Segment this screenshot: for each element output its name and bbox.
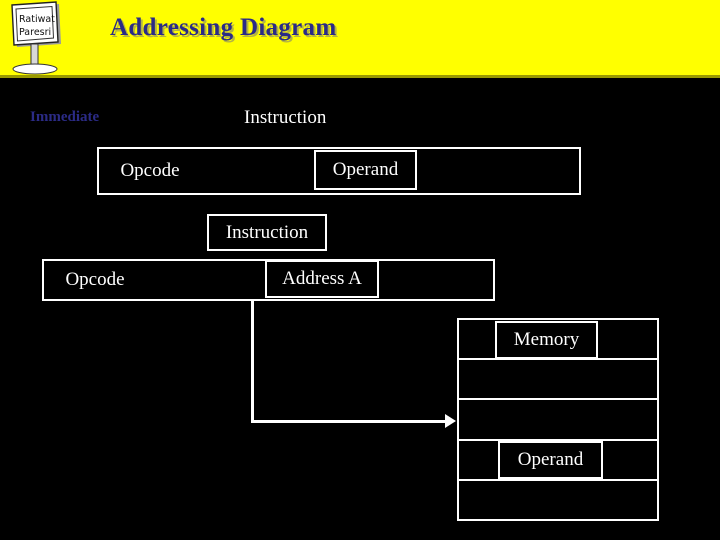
logo-line-2: Paresri [19,27,51,38]
mode-label-immediate: Immediate [30,109,100,125]
operand-label-immediate: Operand [314,150,417,190]
memory-cell [459,441,657,481]
memory-operand-label: Operand [498,441,603,479]
memory-cell [459,481,657,519]
memory-cell [459,360,657,401]
title-bar [0,0,720,78]
connector-arrowhead-icon [445,414,456,428]
memory-title-label: Memory [495,321,598,359]
sign-logo: Ratiwat Paresri [2,0,70,78]
connector-vertical-segment [251,301,254,423]
opcode-label-direct: Opcode [46,263,144,297]
caption-instruction-top: Instruction [244,107,327,128]
address-label-direct: Address A [265,260,379,298]
logo-line-1: Ratiwat [19,14,55,25]
opcode-label-immediate: Opcode [101,151,199,191]
memory-cell [459,320,657,361]
page-title: Addressing Diagram [110,14,337,41]
memory-cell [459,400,657,441]
connector-horizontal-segment [251,420,447,423]
caption-instruction-direct: Instruction [207,214,327,251]
